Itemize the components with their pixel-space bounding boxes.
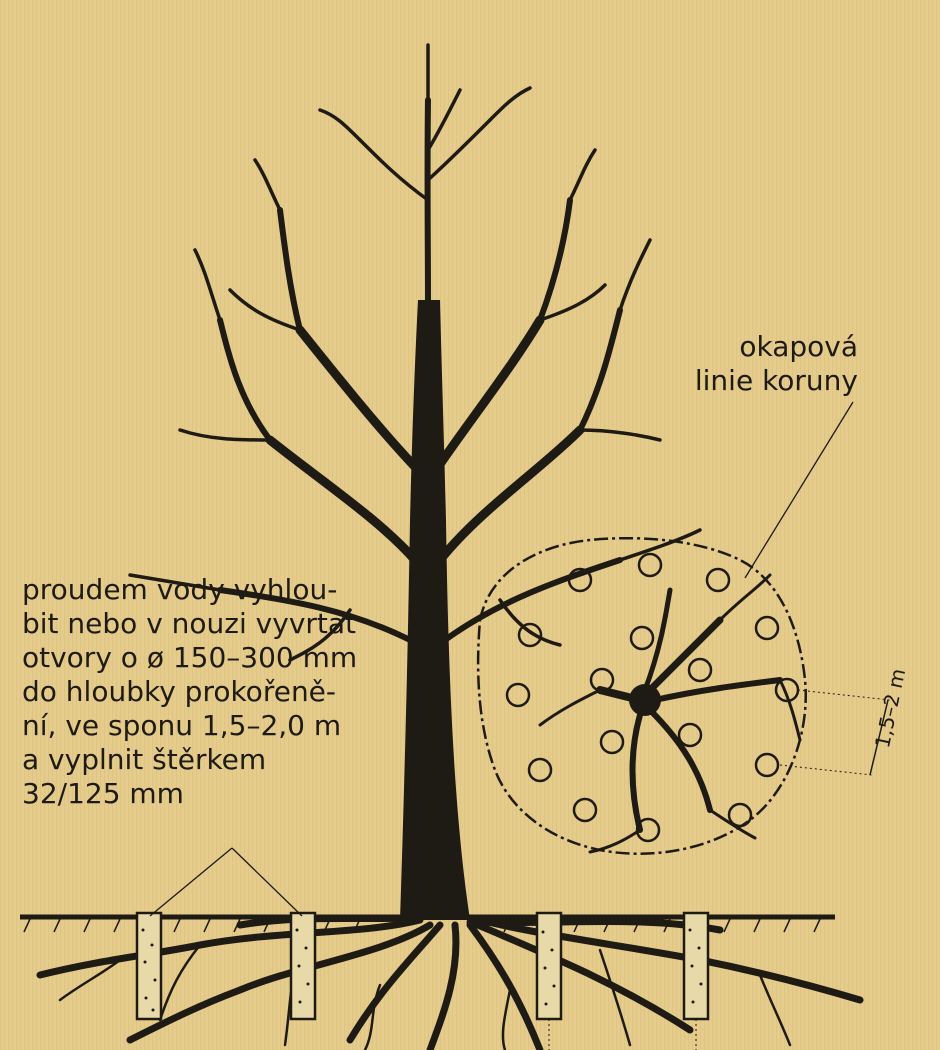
- canopy-drip-line-label: okapová linie koruny: [695, 330, 858, 398]
- gravel-hole: [537, 913, 561, 1019]
- gravel-hole: [291, 913, 315, 1019]
- root-system: [40, 918, 860, 1050]
- crown-plan-view: [478, 538, 806, 854]
- tree-trunk: [400, 300, 470, 920]
- gravel-hole: [684, 913, 708, 1019]
- gravel-hole: [137, 913, 161, 1019]
- drainage-holes-instruction: proudem vody vyhlou- bit nebo v nouzi vy…: [22, 573, 357, 811]
